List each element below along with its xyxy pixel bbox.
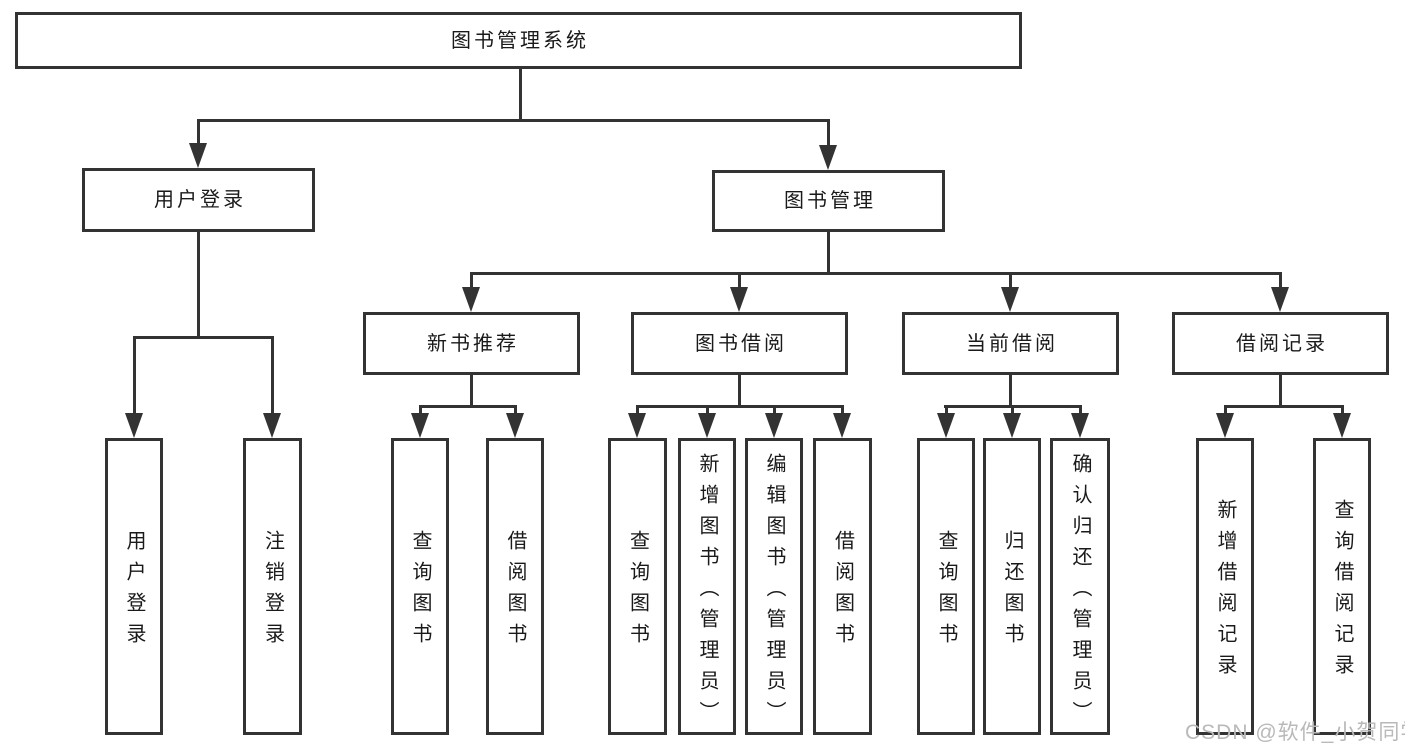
arrow-down-icon [628,413,646,438]
connector-drop-leaf [773,405,776,415]
leaf-label: 查询图书 [935,530,957,654]
node-label: 当前借阅 [966,332,1058,355]
connector-drop-leaf [1011,405,1014,415]
arrow-down-icon [1271,287,1289,312]
leaf-label: 新增借阅记录 [1214,499,1236,685]
leaf-confirm-return-admin: 确认归还（管理员） [1050,438,1110,735]
leaf-label: 新增图书（管理员） [696,452,718,732]
leaf-label: 编辑图书（管理员） [763,452,785,732]
connector-drop-leaf [1341,405,1344,415]
arrow-down-icon [411,413,429,438]
leaf-query-book-borrow: 查询图书 [608,438,667,735]
connector-drop-leaf-user-login [133,336,136,416]
connector-bar-new-book-recommend [419,405,517,408]
connector-drop-leaf [514,405,517,415]
arrow-down-icon [819,145,837,170]
connector-stem-current-borrow [1009,373,1012,408]
node-label: 用户登录 [154,189,246,211]
connector-level3-bar [470,272,1282,275]
connector-drop-borrow-record [1279,272,1282,290]
node-label: 图书管理系统 [451,29,589,52]
connector-stem-book-borrow [738,373,741,408]
leaf-query-book-recommend: 查询图书 [391,438,449,735]
arrow-down-icon [833,413,851,438]
node-book-borrow: 图书借阅 [631,312,848,375]
arrow-down-icon [730,287,748,312]
arrow-down-icon [506,413,524,438]
leaf-return-book: 归还图书 [983,438,1041,735]
leaf-logout: 注销登录 [243,438,302,735]
connector-drop-leaf [706,405,709,415]
leaf-label: 查询图书 [626,530,649,654]
connector-stem-new-book-recommend [470,373,473,408]
arrow-down-icon [189,143,207,168]
leaf-query-borrow-record: 查询借阅记录 [1313,438,1371,735]
leaf-borrow-book: 借阅图书 [813,438,872,735]
connector-root-stem [519,66,522,121]
connector-drop-leaf [636,405,639,415]
node-label: 借阅记录 [1236,332,1328,355]
connector-drop-leaf [945,405,948,415]
leaf-label: 借阅图书 [831,530,854,654]
connector-drop-current-borrow [1009,272,1012,290]
node-book-management: 图书管理 [712,170,945,232]
connector-drop-book-borrow [738,272,741,290]
connector-drop-leaf [1224,405,1227,415]
arrow-down-icon [937,413,955,438]
leaf-label: 查询借阅记录 [1331,499,1353,685]
arrow-down-icon [1003,413,1021,438]
connector-bar-book-borrow [636,405,844,408]
csdn-watermark: CSDN @软件_小贺同学 [1185,721,1405,744]
node-user-login: 用户登录 [82,168,315,232]
connector-drop-user-login [197,119,200,147]
arrow-down-icon [765,413,783,438]
leaf-query-book-current: 查询图书 [917,438,975,735]
connector-drop-leaf [841,405,844,415]
arrow-down-icon [1001,287,1019,312]
leaf-borrow-book-recommend: 借阅图书 [486,438,544,735]
connector-user-login-stem [197,230,200,338]
node-new-book-recommend: 新书推荐 [363,312,580,375]
node-label: 图书借阅 [695,332,787,355]
connector-drop-new-book-recommend [470,272,473,290]
connector-drop-book-management [827,119,830,147]
node-library-management-system: 图书管理系统 [15,12,1022,69]
connector-drop-leaf [1079,405,1082,415]
arrow-down-icon [1071,413,1089,438]
connector-drop-leaf [419,405,422,415]
arrow-down-icon [1216,413,1234,438]
arrow-down-icon [698,413,716,438]
leaf-edit-book-admin: 编辑图书（管理员） [745,438,803,735]
connector-level2-bar [197,119,830,122]
connector-user-login-bar [133,336,274,339]
connector-drop-leaf-logout [271,336,274,416]
leaf-user-login: 用户登录 [105,438,163,735]
connector-stem-borrow-record [1279,373,1282,408]
leaf-label: 确认归还（管理员） [1069,452,1091,732]
connector-book-management-stem [827,230,830,274]
leaf-label: 归还图书 [1001,530,1023,654]
arrow-down-icon [125,413,143,438]
connector-bar-borrow-record [1224,405,1344,408]
node-current-borrow: 当前借阅 [902,312,1119,375]
arrow-down-icon [462,287,480,312]
arrow-down-icon [1333,413,1351,438]
leaf-add-book-admin: 新增图书（管理员） [678,438,736,735]
node-borrow-record: 借阅记录 [1172,312,1389,375]
leaf-label: 用户登录 [123,530,145,654]
node-label: 图书管理 [784,190,876,212]
leaf-add-borrow-record: 新增借阅记录 [1196,438,1254,735]
leaf-label: 注销登录 [261,530,284,654]
arrow-down-icon [263,413,281,438]
node-label: 新书推荐 [427,332,519,355]
leaf-label: 查询图书 [409,530,431,654]
leaf-label: 借阅图书 [504,530,526,654]
